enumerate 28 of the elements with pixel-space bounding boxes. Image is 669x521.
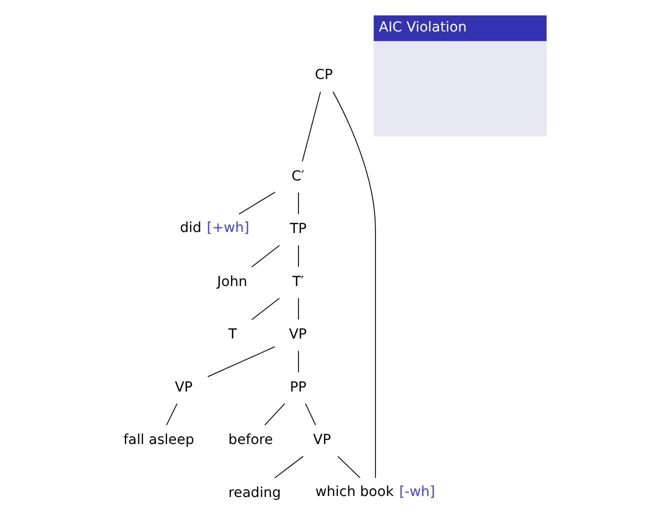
node-text: reading	[228, 484, 280, 501]
node-text: TP	[289, 221, 306, 238]
connector	[238, 192, 276, 215]
node-text: T	[228, 326, 236, 343]
node-text: PP	[289, 379, 306, 396]
node-text: which book	[314, 484, 394, 500]
connector	[332, 91, 376, 478]
node-text: C′	[291, 168, 304, 184]
node-text: before	[228, 432, 272, 448]
node-text: T′	[292, 274, 304, 290]
connector	[274, 456, 304, 478]
connector	[250, 298, 280, 320]
node-text: VP	[174, 379, 192, 396]
node-text: did	[180, 220, 201, 236]
connector	[304, 403, 316, 426]
node-text: John	[216, 274, 247, 290]
connector	[301, 91, 320, 162]
node-label: [-wh]	[398, 484, 435, 500]
node-text: CP	[314, 67, 332, 84]
connector	[250, 245, 280, 268]
node-text: VP	[312, 432, 330, 448]
connector	[264, 403, 285, 426]
connector	[166, 403, 178, 426]
node-label: [+wh]	[206, 220, 249, 236]
node-text: VP	[288, 326, 306, 343]
connector	[337, 456, 360, 478]
connector	[206, 346, 275, 378]
node-text: fall asleep	[122, 432, 194, 448]
